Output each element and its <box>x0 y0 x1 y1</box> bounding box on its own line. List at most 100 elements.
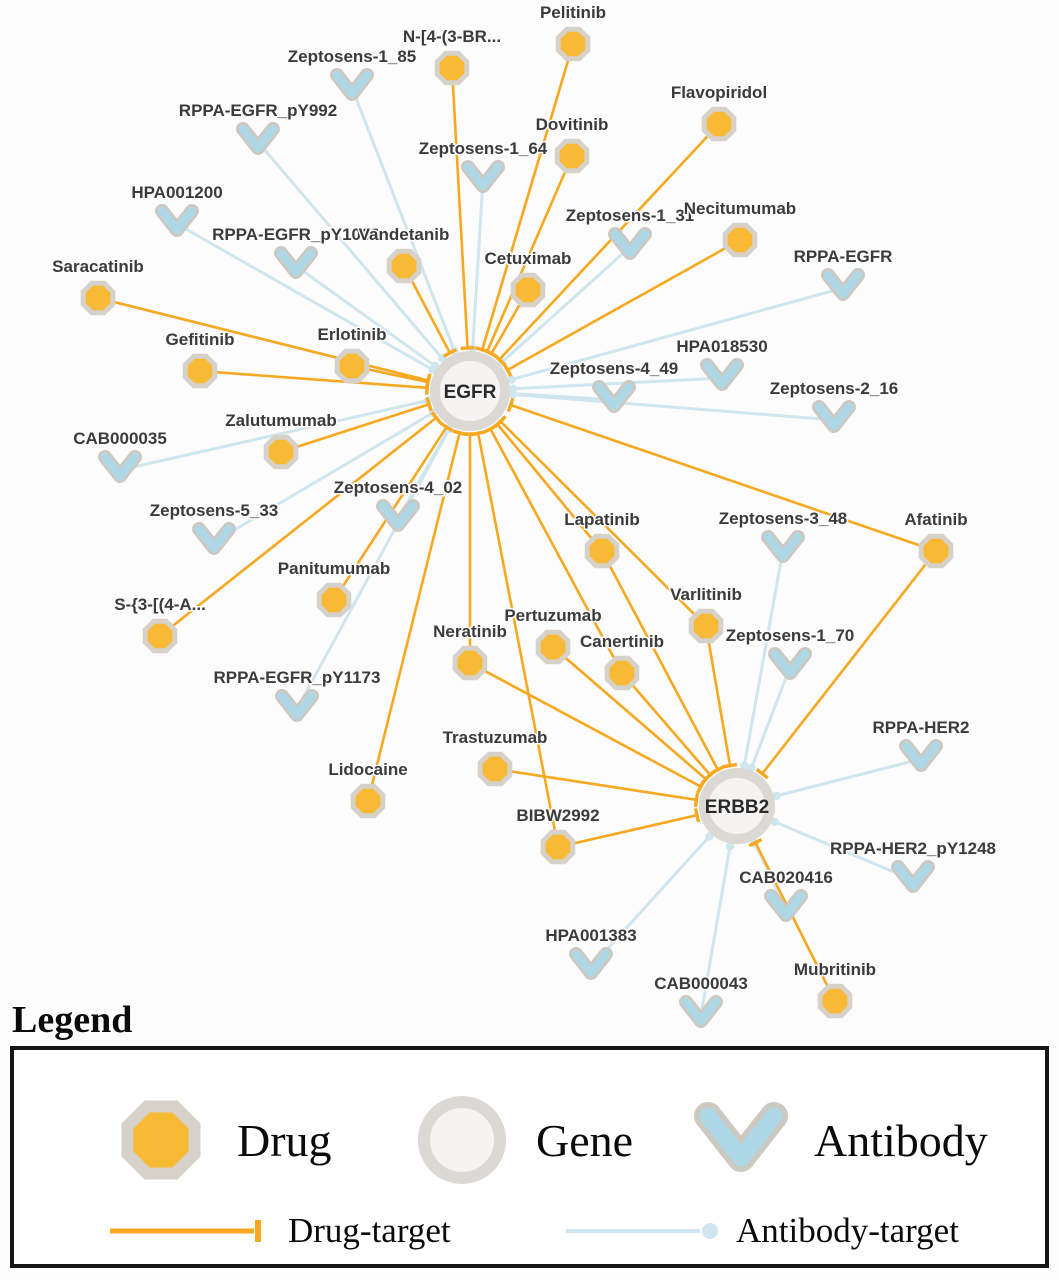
antibody-edge-hpa001383-dot <box>705 832 714 841</box>
antibody-edge-rppa-egfr-py1068-dot <box>430 361 440 371</box>
antibody-chevron-icon <box>766 891 806 920</box>
drug-edge-canertinib-tee <box>483 424 498 434</box>
drug-edge-trastuzumab-tee <box>693 792 700 807</box>
drug-label-s-3-4-a: S-{3-[(4-A... <box>114 595 206 614</box>
antibody-label-cab000035: CAB000035 <box>73 429 167 448</box>
antibody-node-cab020416 <box>764 889 808 922</box>
drug-node-canertinib <box>604 655 640 691</box>
antibody-label-zeptosens-2-16: Zeptosens-2_16 <box>770 379 899 398</box>
legend-box: Drug Gene Antibody Drug-target <box>10 1046 1049 1268</box>
drug-edge-canertinib <box>621 672 712 776</box>
drug-edge-saracatinib <box>97 296 429 382</box>
antibody-chevron-icon <box>594 382 634 411</box>
antibody-node-zeptosens-4-02 <box>376 499 420 532</box>
legend-item-drug: Drug <box>109 1088 332 1192</box>
antibody-label-hpa001383: HPA001383 <box>545 926 636 945</box>
drug-edge-gefitinib <box>199 369 428 390</box>
drug-edge-flavopiridol <box>498 123 720 361</box>
drug-node-erlotinib <box>334 348 370 384</box>
drug-label-vandetanib: Vandetanib <box>359 225 450 244</box>
antibody-edge-cab000043-dot <box>725 842 735 851</box>
antibody-chevron-icon <box>238 124 278 153</box>
antibody-node-zeptosens-1-31 <box>608 227 652 260</box>
legend-antibody-label: Antibody <box>814 1114 988 1166</box>
antibody-edge-hpa001200 <box>176 222 434 372</box>
antibody-label-cab000043: CAB000043 <box>654 974 748 993</box>
drug-edge-erlotinib-tee <box>424 374 432 390</box>
drug-label-pelitinib: Pelitinib <box>540 3 606 22</box>
antibody-edge-zeptosens-1-70-dot <box>747 763 756 772</box>
antibody-node-cab000035 <box>98 450 142 483</box>
antibody-node-rppa-egfr-py1068 <box>274 246 318 279</box>
drug-edge-afatinib <box>510 403 937 553</box>
antibody-chevron-icon <box>100 452 140 481</box>
antibody-label-zeptosens-4-02: Zeptosens-4_02 <box>334 478 463 497</box>
antibody-chevron-icon <box>463 162 503 191</box>
antibody-label-zeptosens-5-33: Zeptosens-5_33 <box>150 501 279 520</box>
drug-label-gefitinib: Gefitinib <box>166 330 235 349</box>
drug-edge-bibw2992-tee <box>693 807 701 823</box>
antibody-chevron-icon <box>276 248 316 277</box>
drug-edge-neratinib <box>469 661 702 788</box>
legend-item-antibody: Antibody <box>692 1088 988 1192</box>
legend-drug-target-label: Drug-target <box>288 1211 451 1250</box>
drug-node-mubritinib <box>817 983 853 1019</box>
antibody-edge-cab000043 <box>699 846 732 1016</box>
drug-edge-dovitinib <box>485 155 574 353</box>
gene-node-icon <box>418 1096 506 1184</box>
drug-edge-necitumumab-tee <box>502 363 513 377</box>
label-layer: Zeptosens-1_85RPPA-EGFR_pY992HPA001200RP… <box>51 2 998 995</box>
antibody-label-zeptosens-3-48: Zeptosens-3_48 <box>719 509 848 528</box>
drug-edge-s-3-4-a <box>159 416 438 638</box>
drug-node-vandetanib <box>386 248 422 284</box>
drug-node-bibw2992 <box>540 829 576 865</box>
drug-edge-zalutumumab-tee <box>425 397 433 412</box>
antibody-edge-rppa-egfr-py1068 <box>295 264 436 368</box>
antibody-edge-zeptosens-1-85 <box>350 87 456 352</box>
antibody-label-rppa-her2-py1248: RPPA-HER2_pY1248 <box>830 839 996 858</box>
antibody-edge-rppa-egfr-py992 <box>256 141 444 360</box>
drug-label-zalutumumab: Zalutumumab <box>225 411 336 430</box>
antibody-edge-rppa-her2-dot <box>772 791 781 801</box>
antibody-label-zeptosens-1-31: Zeptosens-1_31 <box>566 206 695 225</box>
gene-label-erbb2: ERBB2 <box>705 797 769 818</box>
antibody-chevron-icon <box>770 649 810 678</box>
drug-edge-mubritinib-tee <box>748 837 763 848</box>
legend-drug-label: Drug <box>237 1114 332 1166</box>
drug-node-s-3-4-a <box>142 618 178 654</box>
drug-edge-panitumumab-tee <box>439 421 454 433</box>
drug-edge-afatinib-tee <box>755 768 769 780</box>
antibody-edge-zeptosens-3-48-dot <box>740 761 749 770</box>
antibody-edge-hpa018530 <box>512 376 723 391</box>
antibody-node-hpa001383 <box>569 947 613 980</box>
drug-edge-canertinib <box>489 428 624 674</box>
antibody-node-zeptosens-5-33 <box>192 522 236 555</box>
antibody-edge-zeptosens-5-33 <box>213 411 434 544</box>
drug-label-saracatinib: Saracatinib <box>52 257 144 276</box>
drug-edge-zalutumumab <box>280 402 430 454</box>
legend-item-drug-target: Drug-target <box>106 1210 451 1252</box>
drug-edge-canertinib-tee <box>703 769 717 781</box>
drug-edge-lapatinib <box>496 423 604 552</box>
drug-label-erlotinib: Erlotinib <box>318 325 387 344</box>
drug-node-zalutumumab <box>263 434 299 470</box>
drug-edge-layer <box>97 43 938 1002</box>
drug-node-dovitinib <box>554 138 590 174</box>
drug-edge-pelitinib <box>480 43 575 351</box>
antibody-target-edge-icon <box>566 1223 718 1239</box>
drug-edge-mubritinib <box>754 842 837 1002</box>
drug-edge-lidocaine <box>366 432 461 802</box>
drug-edge-lapatinib <box>600 550 719 771</box>
antibody-chevron-icon <box>823 270 863 299</box>
drug-node-cetuximab <box>510 272 546 308</box>
drug-label-pertuzumab: Pertuzumab <box>504 606 601 625</box>
antibody-node-hpa001200 <box>155 204 199 237</box>
drug-label-panitumumab: Panitumumab <box>278 559 390 578</box>
drug-label-n-4-3-br: N-[4-(3-BR... <box>403 27 501 46</box>
drug-label-dovitinib: Dovitinib <box>536 115 609 134</box>
drug-edge-bibw2992 <box>476 432 560 848</box>
node-layer <box>80 26 954 1028</box>
drug-node-neratinib <box>452 645 488 681</box>
